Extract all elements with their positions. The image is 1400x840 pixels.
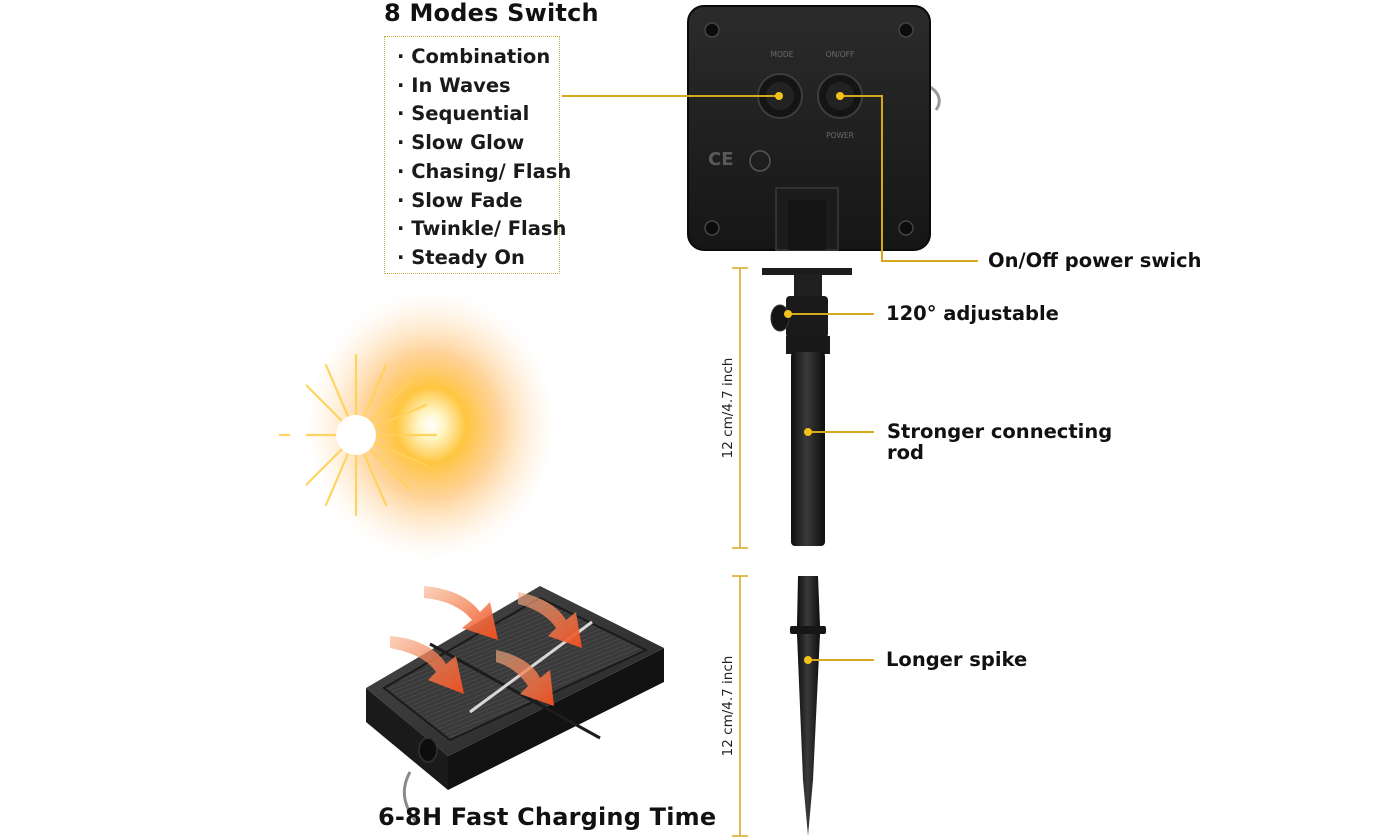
mode-item: Slow Glow xyxy=(397,129,559,158)
ground-spike xyxy=(790,576,826,836)
rod-callout-line2: rod xyxy=(887,441,924,464)
sun-icon xyxy=(278,290,556,560)
charging-time-label: 6-8H Fast Charging Time xyxy=(378,803,717,831)
modes-title: 8 Modes Switch xyxy=(384,0,599,27)
power-label: POWER xyxy=(826,131,854,140)
spike-callout: Longer spike xyxy=(886,648,1028,671)
mode-button-label: MODE xyxy=(770,50,794,59)
leader-dot xyxy=(804,428,812,436)
control-box xyxy=(687,5,941,251)
solar-panel xyxy=(366,586,664,823)
rod-callout-line1: Stronger connecting xyxy=(887,420,1113,443)
mode-item: Twinkle/ Flash xyxy=(397,215,566,244)
modes-list: Combination In Waves Sequential Slow Glo… xyxy=(385,37,571,273)
mode-item: Chasing/ Flash xyxy=(397,158,571,187)
leader-dot xyxy=(836,92,844,100)
power-switch-callout: On/Off power swich xyxy=(988,249,1202,272)
leader-lines xyxy=(562,95,978,661)
adjustable-callout: 120° adjustable xyxy=(886,302,1059,325)
mode-item: Slow Fade xyxy=(397,187,559,216)
mount-rod xyxy=(762,268,852,546)
rod-callout: Stronger connecting rod xyxy=(887,421,1112,463)
leader-dot xyxy=(775,92,783,100)
modes-list-box: Combination In Waves Sequential Slow Glo… xyxy=(384,36,571,274)
leader-dot xyxy=(784,310,792,318)
onoff-button-label: ON/OFF xyxy=(825,50,855,59)
rod-dimension-label: 12 cm/4.7 inch xyxy=(720,357,736,459)
mode-item: Combination xyxy=(397,43,559,72)
mode-item: In Waves xyxy=(397,72,559,101)
ce-mark: CE xyxy=(708,149,734,170)
mode-item: Steady On xyxy=(397,244,559,273)
mode-item: Sequential xyxy=(397,100,559,129)
cert-mark-icon xyxy=(749,150,771,172)
spike-dimension-label: 12 cm/4.7 inch xyxy=(720,655,736,757)
heat-arrows xyxy=(390,586,582,706)
leader-dot xyxy=(804,656,812,664)
dimension-lines xyxy=(732,267,748,837)
